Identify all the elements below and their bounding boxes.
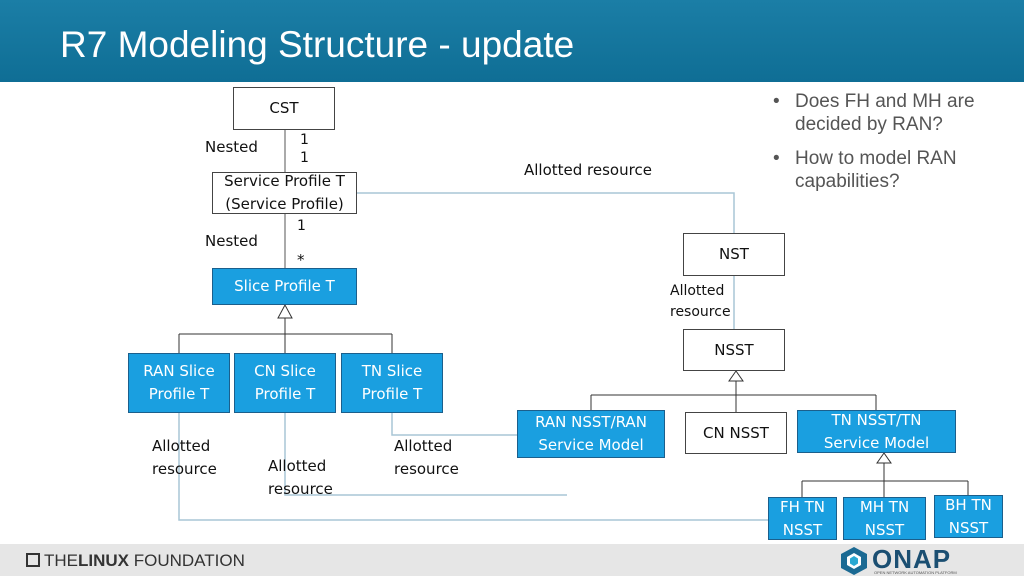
ran-nsst-line1: RAN NSST/RAN — [535, 413, 647, 431]
nested-label-1: Nested — [205, 138, 258, 156]
nst-box[interactable]: NST — [683, 233, 785, 276]
allotted-nst-label: Allotted resource — [670, 281, 731, 323]
allotted-nst-line2: resource — [670, 304, 731, 320]
cst-box[interactable]: CST — [233, 87, 335, 130]
allotted-top-label: Allotted resource — [524, 161, 652, 179]
onap-logo: ONAP OPEN NETWORK AUTOMATION PLATFORM — [840, 544, 990, 576]
note-item: • How to model RAN capabilities? — [773, 147, 1023, 193]
allotted-cn-line1: Allotted — [268, 457, 327, 475]
allotted-cn-line2: resource — [268, 480, 333, 498]
nsst-box[interactable]: NSST — [683, 329, 785, 371]
linux-foundation-square-icon — [26, 553, 40, 567]
cn-slice-line1: CN Slice — [254, 362, 316, 380]
ran-slice-line2: Profile T — [148, 385, 210, 403]
bullet-icon: • — [773, 91, 780, 112]
service-profile-box[interactable]: Service Profile T (Service Profile) — [212, 172, 357, 214]
allotted-tn-label: Allotted resource — [394, 435, 459, 481]
allotted-cn-label: Allotted resource — [268, 455, 333, 501]
tn-nsst-line1: TN NSST/TN — [831, 410, 922, 429]
page-title: R7 Modeling Structure - update — [60, 24, 575, 65]
nested-label-2: Nested — [205, 232, 258, 250]
fh-tn-line1: FH TN — [779, 497, 826, 516]
slice-profile-label: Slice Profile T — [234, 277, 335, 295]
linux-prefix: THE — [44, 551, 78, 570]
title-bar: R7 Modeling Structure - update — [0, 0, 1024, 82]
onap-text: ONAP — [872, 544, 952, 574]
nsst-label: NSST — [714, 340, 754, 359]
multiplicity-2a: 1 — [297, 218, 306, 234]
tn-nsst-line2: Service Model — [823, 433, 930, 452]
service-profile-line1: Service Profile T — [224, 172, 345, 190]
allotted-nst-line1: Allotted — [670, 283, 725, 299]
cst-label: CST — [269, 99, 299, 117]
note-item: • Does FH and MH are decided by RAN? — [773, 90, 1023, 136]
multiplicity-1a: 1 — [300, 132, 309, 148]
tn-slice-line1: TN Slice — [361, 362, 423, 380]
linux-suffix: FOUNDATION — [129, 551, 245, 570]
slice-profile-box[interactable]: Slice Profile T — [212, 268, 357, 305]
cn-slice-line2: Profile T — [254, 385, 316, 403]
allotted-ran-label: Allotted resource — [152, 435, 217, 481]
bullet-icon: • — [773, 148, 780, 169]
notes-list: • Does FH and MH are decided by RAN? • H… — [773, 90, 1023, 204]
onap-tagline: OPEN NETWORK AUTOMATION PLATFORM — [874, 570, 957, 575]
allotted-ran-line2: resource — [152, 460, 217, 478]
service-profile-line2: (Service Profile) — [225, 195, 344, 213]
tn-slice-line2: Profile T — [361, 385, 423, 403]
onap-mark-icon — [841, 547, 867, 575]
bh-tn-line1: BH TN — [945, 495, 992, 514]
mh-tn-line1: MH TN — [859, 497, 910, 516]
bh-tn-line2: NSST — [948, 518, 989, 537]
linux-foundation-logo: THELINUX FOUNDATION — [26, 551, 245, 571]
ran-nsst-line2: Service Model — [538, 436, 644, 454]
ran-slice-profile-box[interactable]: RAN Slice Profile T — [128, 353, 230, 413]
mh-tn-nsst-box[interactable]: MH TN NSST — [843, 497, 926, 540]
linux-bold: LINUX — [78, 551, 129, 570]
bh-tn-nsst-box[interactable]: BH TN NSST — [934, 495, 1003, 538]
fh-tn-nsst-box[interactable]: FH TN NSST — [768, 497, 837, 540]
cn-slice-profile-box[interactable]: CN Slice Profile T — [234, 353, 336, 413]
allotted-tn-line1: Allotted — [394, 437, 453, 455]
cn-nsst-label: CN NSST — [703, 423, 769, 442]
note-text: Does FH and MH are decided by RAN? — [795, 91, 975, 135]
fh-tn-line2: NSST — [782, 520, 823, 539]
ran-nsst-box[interactable]: RAN NSST/RAN Service Model — [517, 410, 665, 458]
tn-nsst-box[interactable]: TN NSST/TN Service Model — [797, 410, 956, 453]
note-text: How to model RAN capabilities? — [795, 148, 957, 192]
mh-tn-line2: NSST — [864, 520, 905, 539]
cn-nsst-box[interactable]: CN NSST — [685, 412, 787, 454]
multiplicity-2b: * — [297, 251, 305, 269]
ran-slice-line1: RAN Slice — [143, 362, 215, 380]
allotted-ran-line1: Allotted — [152, 437, 211, 455]
tn-slice-profile-box[interactable]: TN Slice Profile T — [341, 353, 443, 413]
nst-label: NST — [719, 245, 749, 263]
multiplicity-1b: 1 — [300, 150, 309, 166]
allotted-tn-line2: resource — [394, 460, 459, 478]
